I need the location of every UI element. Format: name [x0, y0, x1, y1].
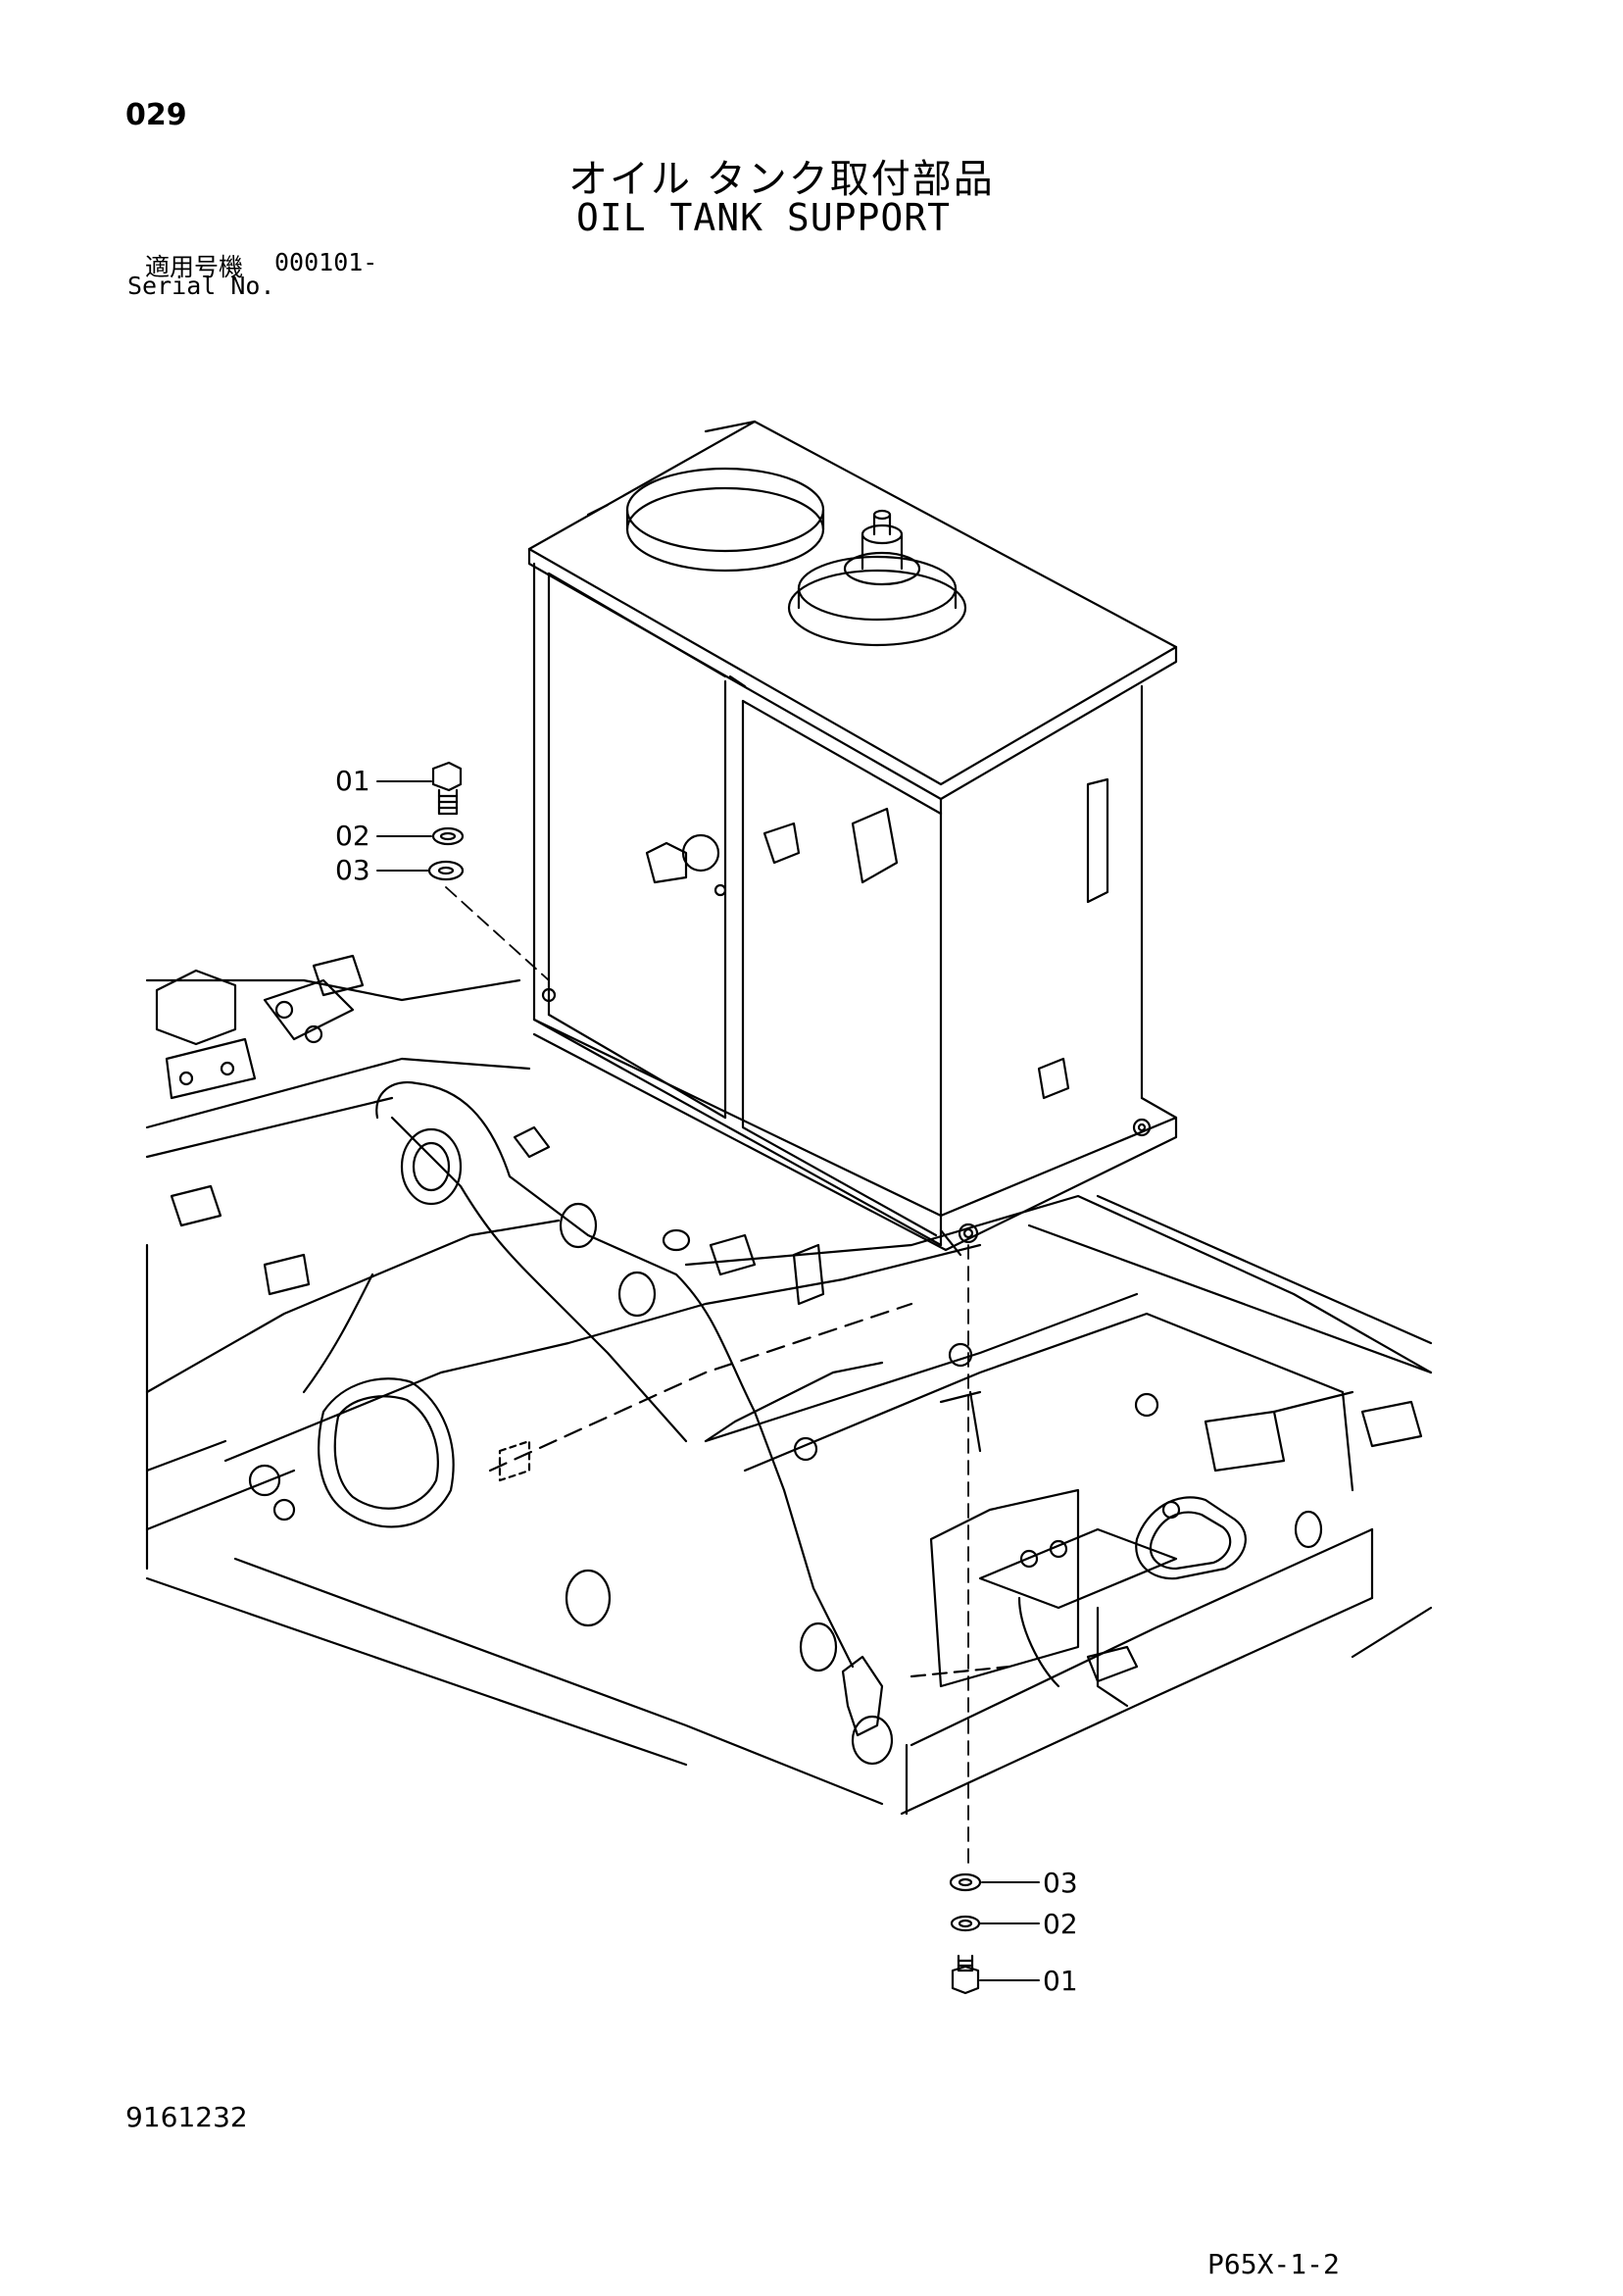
callout-lower-03: 03: [1043, 1867, 1078, 1899]
oil-tank: [527, 420, 1178, 1257]
callout-lower-02: 02: [1043, 1908, 1078, 1940]
model-reference: P65X-1-2: [1207, 2248, 1340, 2280]
callout-upper-02: 02: [335, 820, 370, 852]
callout-upper-01: 01: [335, 765, 370, 797]
callout-upper-03: 03: [335, 854, 370, 886]
document-number: 9161232: [125, 2101, 248, 2133]
upper-fastener-stack: [376, 761, 550, 981]
serial-label-english: Serial No.: [127, 272, 275, 300]
page-number: 029: [125, 98, 187, 132]
upper-frame: [145, 954, 1433, 1816]
callout-lower-01: 01: [1043, 1965, 1078, 1997]
title-english: OIL TANK SUPPORT: [576, 196, 952, 239]
title-japanese: オイル タンク取付部品: [568, 157, 995, 202]
lower-fastener-stack: [949, 1244, 1040, 1995]
serial-label-japanese: 適用号機: [145, 253, 244, 281]
serial-value: 000101-: [274, 248, 378, 276]
